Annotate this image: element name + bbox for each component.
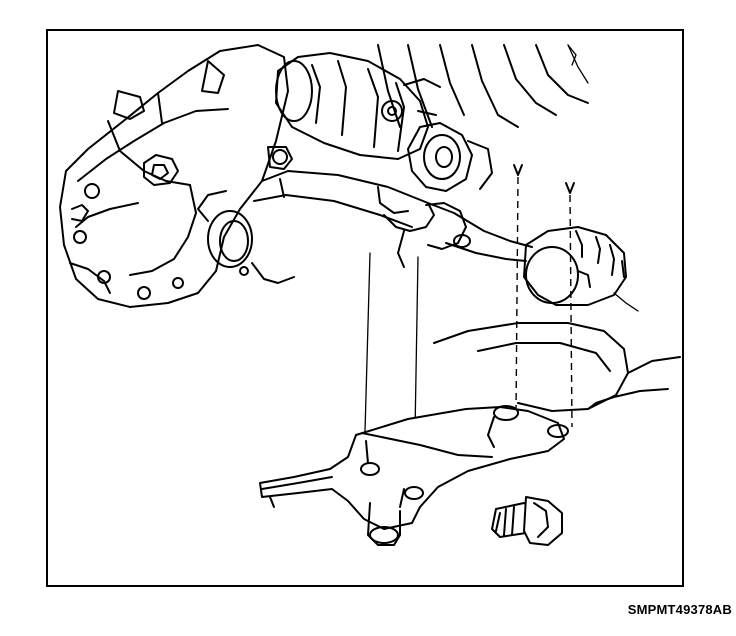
case-bolt <box>143 154 179 186</box>
upper-bracket <box>253 146 533 268</box>
mount-bracket <box>259 405 569 546</box>
oil-filter <box>523 226 639 312</box>
transmission-mount-exploded-view <box>59 44 681 546</box>
figure-id-label: SMPMT49378AB <box>627 602 732 617</box>
housing-ribs <box>377 44 589 128</box>
illustration-frame <box>46 29 684 587</box>
starter-motor <box>275 52 493 192</box>
mount-studs <box>513 44 577 194</box>
mount-bolt <box>491 496 563 546</box>
lower-housing <box>433 322 681 412</box>
case-port <box>197 190 295 284</box>
